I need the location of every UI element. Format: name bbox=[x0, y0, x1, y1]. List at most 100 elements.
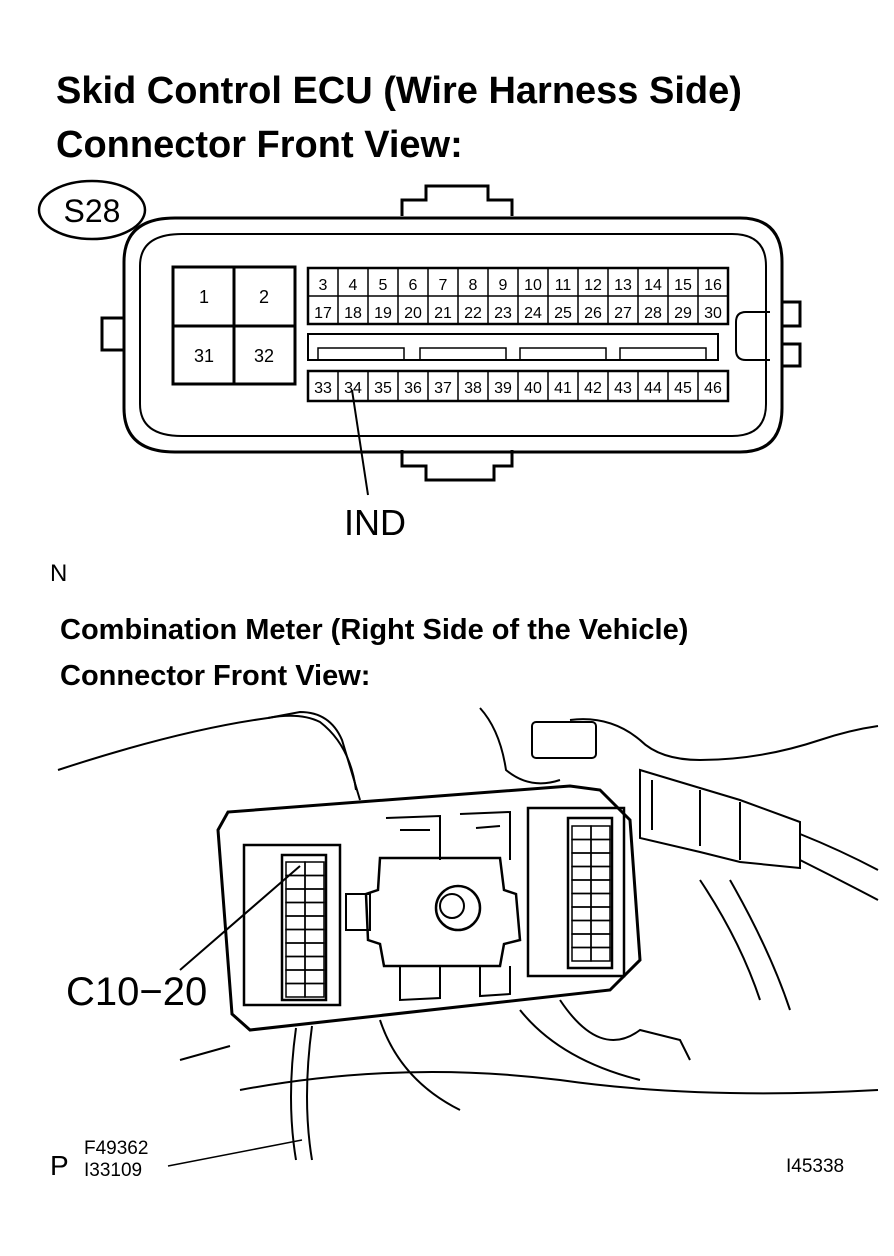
section-marker-n: N bbox=[50, 560, 68, 587]
pin-cell bbox=[304, 955, 325, 971]
pin-label: 45 bbox=[674, 380, 692, 397]
pin-separators bbox=[337, 268, 699, 401]
center-slots-lower bbox=[399, 966, 511, 1002]
ind-callout-label: IND bbox=[344, 502, 406, 543]
pin-cell bbox=[304, 888, 325, 904]
left-pin-cells bbox=[285, 861, 325, 998]
connector-bottom-tab bbox=[400, 450, 514, 482]
ecu-subtitle: Connector Front View: bbox=[56, 124, 463, 166]
pin-label: 8 bbox=[469, 277, 478, 294]
pin-label: 44 bbox=[644, 380, 662, 397]
pin-cell bbox=[285, 982, 306, 998]
big-pin-labels: 1 2 31 32 bbox=[194, 287, 274, 366]
pin-label: 13 bbox=[614, 277, 632, 294]
pin-label: 25 bbox=[554, 305, 572, 322]
dash-outline-mid bbox=[267, 710, 361, 801]
meter-title: Combination Meter (Right Side of the Veh… bbox=[60, 614, 689, 646]
pin-label: 37 bbox=[434, 380, 452, 397]
pin-label: 28 bbox=[644, 305, 662, 322]
pin-label: 38 bbox=[464, 380, 482, 397]
pin-label: 19 bbox=[374, 305, 392, 322]
pin-cell bbox=[285, 888, 306, 904]
pin-label: 24 bbox=[524, 305, 542, 322]
pin-cell bbox=[571, 852, 592, 868]
pin-label: 6 bbox=[409, 277, 418, 294]
pin-cell bbox=[590, 892, 611, 908]
pin-cell bbox=[590, 838, 611, 854]
pin-grid-center-bar bbox=[307, 333, 719, 361]
footer-code-i1: I33109 bbox=[84, 1160, 143, 1181]
pin-label: 41 bbox=[554, 380, 572, 397]
pin-cell bbox=[285, 874, 306, 890]
pin-label: 33 bbox=[314, 380, 332, 397]
pin-label: 18 bbox=[344, 305, 362, 322]
connector-id-label: S28 bbox=[64, 193, 121, 229]
dash-vent bbox=[531, 721, 597, 759]
right-pin-cells bbox=[571, 825, 611, 962]
pin-label: 14 bbox=[644, 277, 662, 294]
center-slots bbox=[385, 810, 511, 860]
pin-cell bbox=[571, 919, 592, 935]
lower-wires bbox=[290, 1009, 641, 1161]
pin-label: 39 bbox=[494, 380, 512, 397]
pin-label: 23 bbox=[494, 305, 512, 322]
pin-cell bbox=[285, 955, 306, 971]
pin-label: 15 bbox=[674, 277, 692, 294]
pin-cell bbox=[571, 892, 592, 908]
connector-latch bbox=[735, 311, 770, 361]
meter-connector-housing bbox=[216, 784, 642, 1032]
ecu-title: Skid Control ECU (Wire Harness Side) bbox=[56, 70, 742, 112]
lower-bracket bbox=[559, 999, 691, 1061]
right-pin-block-frame bbox=[526, 806, 626, 978]
pin-cell bbox=[571, 825, 592, 841]
pin-cell bbox=[304, 901, 325, 917]
pin-label: 17 bbox=[314, 305, 332, 322]
c10-callout-line bbox=[179, 865, 301, 971]
footer-p-marker: P bbox=[50, 1150, 69, 1181]
pin-label: 26 bbox=[584, 305, 602, 322]
pin-cell bbox=[590, 865, 611, 881]
big-pin-label: 31 bbox=[194, 346, 214, 366]
pin-cell bbox=[571, 906, 592, 922]
side-plug-detail bbox=[651, 780, 741, 860]
pin-label: 22 bbox=[464, 305, 482, 322]
pin-cell bbox=[571, 946, 592, 962]
pin-cell bbox=[571, 838, 592, 854]
dash-outline-upper bbox=[479, 707, 561, 785]
dash-outline-right bbox=[699, 725, 879, 761]
ind-callout-line bbox=[351, 389, 369, 496]
pin-label: 20 bbox=[404, 305, 422, 322]
connector-top-tab bbox=[400, 184, 514, 216]
ecu-connector bbox=[37, 179, 802, 496]
pin-cell bbox=[304, 982, 325, 998]
footer-code-f: F49362 bbox=[84, 1138, 149, 1159]
pin-label: 34 bbox=[344, 380, 362, 397]
pin-label: 40 bbox=[524, 380, 542, 397]
side-cable bbox=[799, 833, 879, 901]
left-pin-block-frame bbox=[242, 843, 342, 1007]
pin-label: 29 bbox=[674, 305, 692, 322]
pin-cell bbox=[590, 879, 611, 895]
pin-label: 4 bbox=[349, 277, 358, 294]
pin-cell bbox=[304, 942, 325, 958]
pin-cell bbox=[590, 946, 611, 962]
pin-label: 35 bbox=[374, 380, 392, 397]
dash-outline-left bbox=[57, 714, 357, 791]
connector-right-tab bbox=[782, 300, 802, 368]
pin-cell bbox=[285, 915, 306, 931]
pin-label: 11 bbox=[555, 277, 572, 294]
pin-cell bbox=[304, 928, 325, 944]
pin-cell bbox=[590, 919, 611, 935]
pin-label: 43 bbox=[614, 380, 632, 397]
big-pin-label: 32 bbox=[254, 346, 274, 366]
pin-cell bbox=[590, 933, 611, 949]
connector-left-tab bbox=[100, 316, 124, 352]
right-pin-block bbox=[566, 816, 614, 970]
center-lock-frame bbox=[364, 856, 522, 968]
c10-callout-label: C10−20 bbox=[66, 970, 208, 1014]
pin-label: 12 bbox=[584, 277, 602, 294]
pin-cell bbox=[304, 874, 325, 890]
connector-outer-body bbox=[122, 216, 784, 454]
